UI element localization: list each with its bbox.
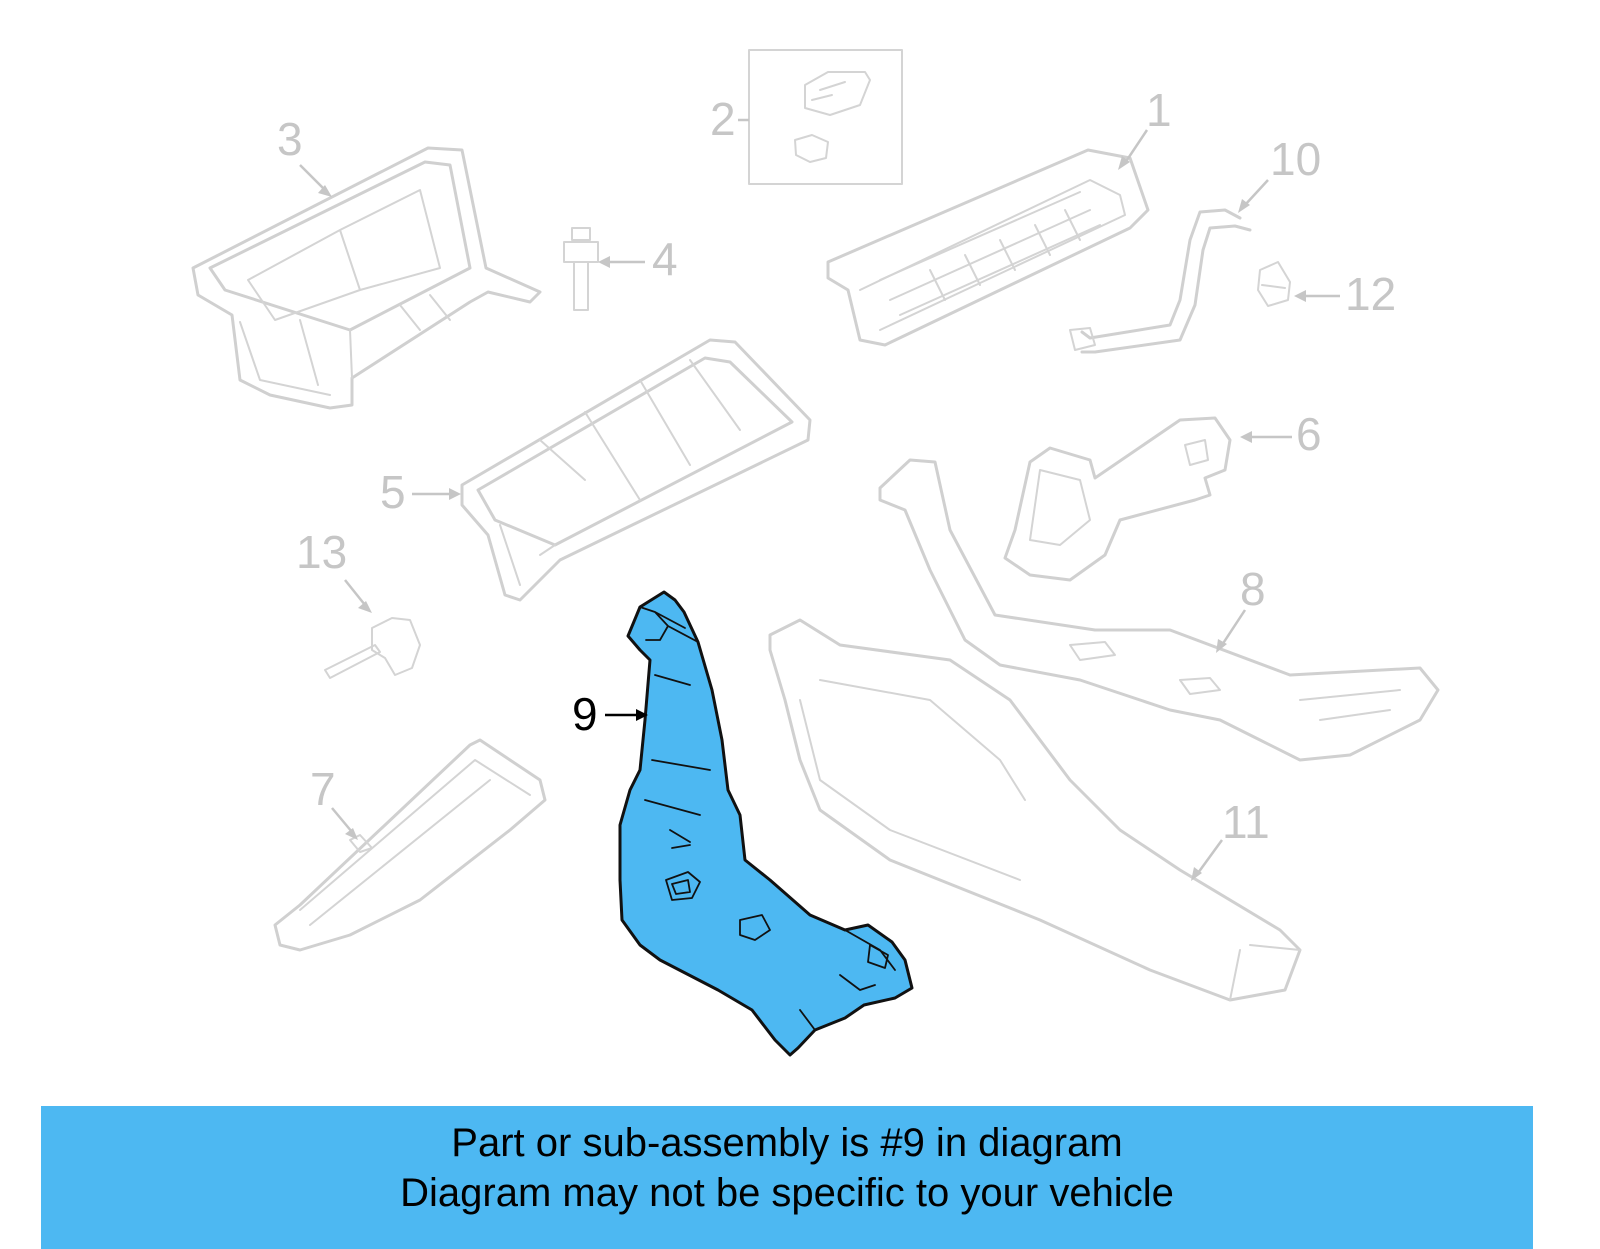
callout-1-number: 1	[1146, 84, 1172, 136]
part-11-hose	[1069, 208, 1252, 354]
callout-13: 13	[296, 526, 372, 613]
banner-line-disclaimer: Diagram may not be specific to your vehi…	[400, 1171, 1174, 1215]
part-2-clips	[748, 49, 903, 185]
part-10-duct	[768, 618, 1302, 1002]
callout-12: 12	[1294, 268, 1396, 320]
callout-5: 5	[380, 466, 461, 518]
callout-13-number: 13	[296, 526, 347, 578]
callout-2-number: 2	[710, 93, 736, 145]
callout-6-number: 6	[1296, 408, 1322, 460]
callout-4-number: 4	[652, 233, 678, 285]
callout-5-number: 5	[380, 466, 406, 518]
callout-3: 3	[277, 113, 332, 197]
callout-7-number: 7	[310, 763, 336, 815]
part-6-bracket	[1003, 416, 1232, 582]
part-5-frame	[460, 338, 812, 602]
part-3-housing	[191, 146, 542, 410]
callout-6: 6	[1240, 408, 1322, 460]
callout-9: 9	[572, 688, 648, 740]
banner-line-part-number: Part or sub-assembly is #9 in diagram	[451, 1121, 1123, 1165]
callout-7: 7	[310, 763, 358, 840]
callout-3-number: 3	[277, 113, 303, 165]
callout-11-number: 10	[1270, 133, 1321, 185]
callout-1: 1	[1118, 84, 1172, 170]
callout-10: 11	[1191, 796, 1270, 881]
part-13-fastener	[324, 617, 421, 679]
callout-11: 10	[1238, 133, 1321, 213]
info-banner: Part or sub-assembly is #9 in diagram Di…	[41, 1106, 1533, 1249]
callout-4: 4	[598, 233, 678, 285]
part-7-duct	[273, 738, 547, 952]
callout-8-number: 8	[1240, 563, 1266, 615]
part-9-duct-highlighted	[618, 590, 914, 1057]
part-1-vent	[826, 148, 1150, 347]
callout-9-number: 9	[572, 688, 598, 740]
part-8-duct	[878, 458, 1440, 762]
part-4-bolt	[563, 227, 599, 311]
callout-10-number: 11	[1222, 796, 1270, 848]
callout-8: 8	[1216, 563, 1266, 653]
callout-2: 2	[710, 93, 749, 145]
callout-12-number: 12	[1345, 268, 1396, 320]
part-12-clip	[1257, 261, 1291, 307]
